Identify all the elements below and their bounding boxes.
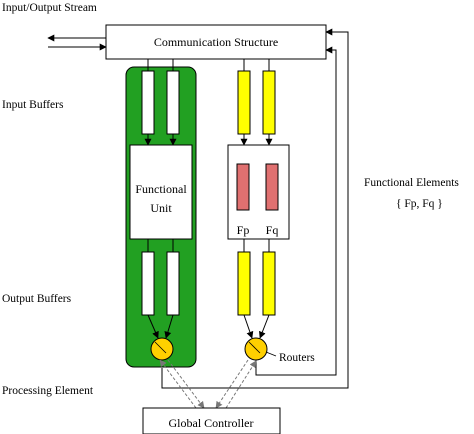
routers-label: Routers bbox=[279, 352, 315, 364]
fe-router-mark bbox=[248, 341, 261, 354]
pe-controller-link-up bbox=[159, 359, 197, 409]
communication-structure-box bbox=[105, 24, 327, 60]
fp-label: Fp bbox=[237, 223, 250, 237]
functional-unit-box bbox=[129, 144, 193, 240]
pe-controller-link-down bbox=[167, 359, 205, 409]
output-buffers-label: Output Buffers bbox=[2, 293, 72, 305]
functional-unit-label-line2: Unit bbox=[150, 201, 172, 215]
fe-controller-link-down bbox=[215, 359, 249, 409]
functional-elements-label: Functional Elements bbox=[364, 177, 459, 189]
pe-output-arrow-1 bbox=[147, 314, 159, 339]
io-stream-label: Input/Output Stream bbox=[2, 2, 97, 14]
fp-fq-set-label: { Fp, Fq } bbox=[396, 198, 443, 210]
fe-input-buffer-1 bbox=[237, 70, 251, 135]
fe-output-buffer-2 bbox=[262, 251, 276, 316]
pe-output-arrow-2 bbox=[164, 314, 174, 339]
pe-feedback-line bbox=[161, 28, 349, 389]
pe-input-buffer-2 bbox=[166, 70, 180, 135]
input-buffers-label: Input Buffers bbox=[2, 99, 64, 111]
functional-unit-label-line1: Functional bbox=[135, 182, 187, 196]
fe-output-arrow-1 bbox=[243, 314, 254, 339]
fe-output-arrow-2 bbox=[259, 314, 270, 339]
global-controller-box bbox=[142, 407, 281, 434]
fe-input-buffer-2 bbox=[262, 70, 276, 135]
fe-controller-link-up bbox=[225, 360, 257, 409]
pe-output-buffer-1 bbox=[141, 251, 155, 316]
pe-output-buffer-2 bbox=[166, 251, 180, 316]
communication-structure-label: Communication Structure bbox=[154, 35, 278, 49]
fe-output-buffer-1 bbox=[237, 251, 251, 316]
fp-element bbox=[236, 163, 250, 211]
fq-label: Fq bbox=[266, 223, 279, 237]
processing-element-label: Processing Element bbox=[2, 385, 94, 397]
routers-pointer bbox=[265, 351, 277, 357]
global-controller-label: Global Controller bbox=[169, 416, 254, 430]
pe-input-buffer-1 bbox=[141, 70, 155, 135]
pe-router-mark bbox=[154, 341, 167, 354]
fq-element bbox=[265, 163, 279, 211]
